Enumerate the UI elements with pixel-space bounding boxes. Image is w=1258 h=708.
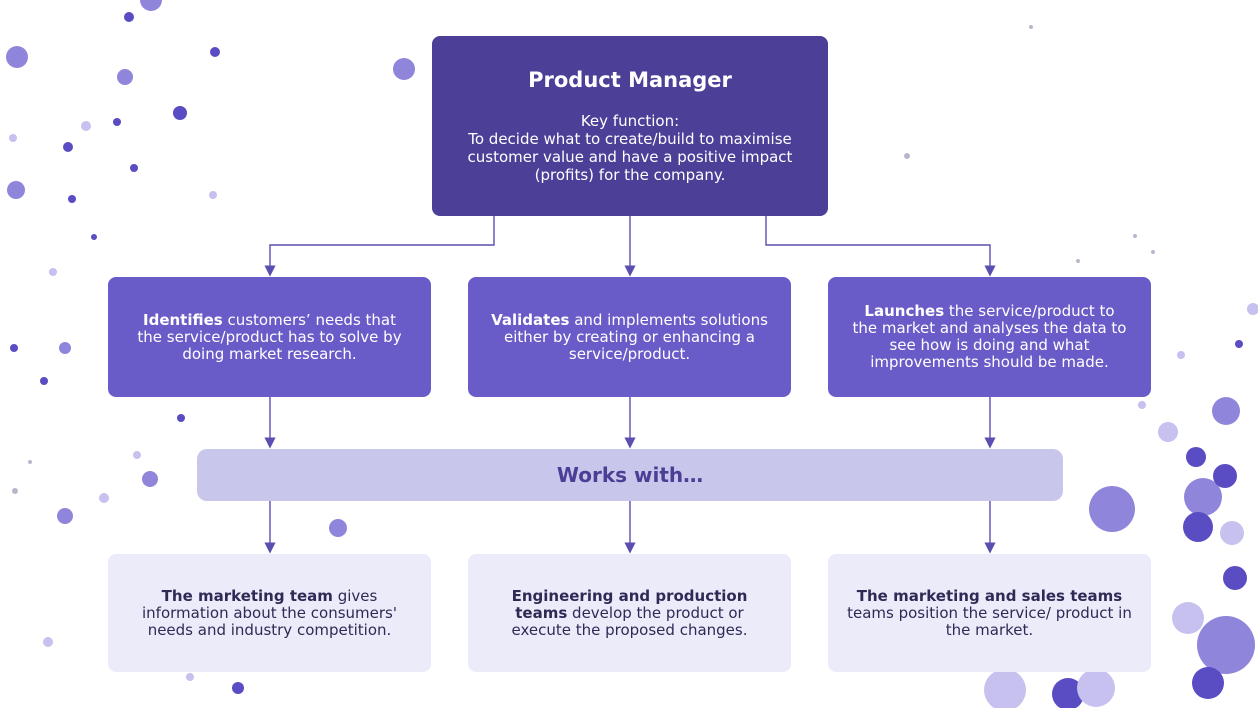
team-description: develop the product or execute the propo… <box>511 603 748 639</box>
role-keyword: Identifies <box>143 310 223 329</box>
connector-manager-to-launches <box>765 216 996 277</box>
team-text: Engineering and production teams develop… <box>486 586 773 639</box>
role-description: the service/product to the market and an… <box>852 302 1127 371</box>
team-box-engineering: Engineering and production teams develop… <box>468 554 791 672</box>
team-description: gives information about the consumers' n… <box>142 586 397 639</box>
team-text: The marketing team gives information abo… <box>126 586 413 639</box>
role-keyword: Launches <box>864 302 945 320</box>
team-box-marketing: The marketing team gives information abo… <box>108 554 431 672</box>
team-text: The marketing and sales teams teams posi… <box>846 586 1133 639</box>
role-box-validates: Validates and implements solutions eithe… <box>468 277 791 397</box>
role-box-identifies: Identifies customers’ needs that the ser… <box>108 277 431 397</box>
works-with-bar: Works with… <box>197 449 1063 501</box>
role-keyword: Validates <box>491 310 570 329</box>
team-name: The marketing team <box>161 586 333 605</box>
product-manager-box: Product Manager Key function: To decide … <box>432 36 828 216</box>
role-box-launches: Launches the service/product to the mark… <box>828 277 1151 397</box>
role-text: Launches the service/product to the mark… <box>850 303 1129 371</box>
role-description: customers’ needs that the service/produc… <box>137 310 402 363</box>
team-name: The marketing and sales teams <box>856 586 1123 605</box>
product-manager-title: Product Manager <box>528 68 732 92</box>
connector-manager-to-identifies <box>264 216 495 277</box>
product-manager-key-function: Key function: To decide what to create/b… <box>467 112 793 184</box>
team-name: Engineering and production teams <box>511 586 748 622</box>
role-text: Identifies customers’ needs that the ser… <box>130 310 409 363</box>
team-description: teams position the service/ product in t… <box>847 603 1132 639</box>
role-description: and implements solutions either by creat… <box>504 310 768 363</box>
role-text: Validates and implements solutions eithe… <box>490 310 769 363</box>
team-box-marketing-sales: The marketing and sales teams teams posi… <box>828 554 1151 672</box>
works-with-label: Works with… <box>556 463 704 487</box>
